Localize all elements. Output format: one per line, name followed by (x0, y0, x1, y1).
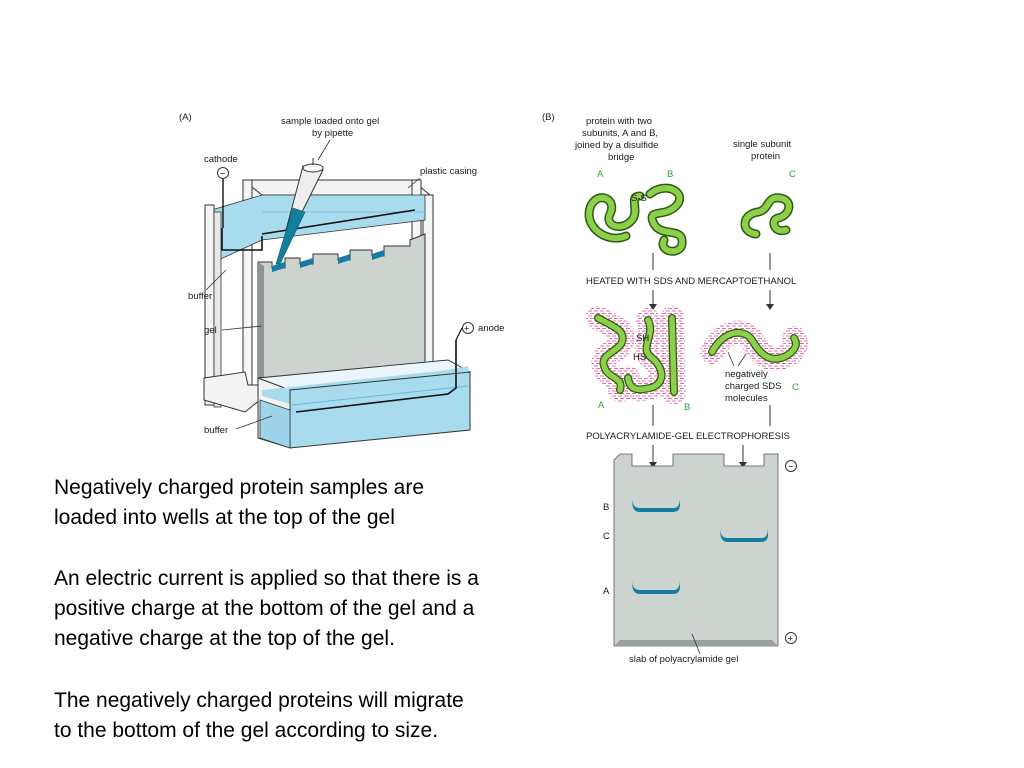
well-4 (372, 250, 384, 260)
folded-proteins (586, 185, 792, 255)
lane-label-b: B (603, 502, 609, 513)
paragraph-2-line-3: negative charge at the top of the gel. (54, 627, 395, 650)
pipette-sample (275, 207, 306, 265)
paragraph-1-line-2: loaded into wells at the top of the gel (54, 506, 395, 529)
step1-label: HEATED WITH SDS AND MERCAPTOETHANOL (586, 276, 796, 287)
subunit-b-label: B (667, 169, 673, 180)
paragraph-2: An electric current is applied so that t… (54, 564, 584, 654)
panel-b-tag: (B) (542, 112, 555, 123)
sample-label-1: sample loaded onto gel (281, 116, 379, 127)
band-c (720, 528, 768, 542)
paragraph-2-line-1: An electric current is applied so that t… (54, 567, 479, 590)
buffer-bottom-label: buffer (204, 425, 228, 436)
minus-circle (785, 460, 797, 472)
casing-left-post (204, 204, 215, 406)
buffer-top-label: buffer (188, 291, 212, 302)
paragraph-1-line-1: Negatively charged protein samples are (54, 476, 425, 499)
subunit-a-label: A (597, 169, 604, 180)
two-subunit-label-2: subunits, A and B, (582, 128, 658, 139)
step2-label: POLYACRYLAMIDE-GEL ELECTROPHORESIS (586, 431, 790, 442)
cathode-symbol-circle (217, 167, 229, 179)
well-3 (338, 254, 350, 264)
slab-label: slab of polyacrylamide gel (629, 654, 738, 665)
plastic-casing-label: plastic casing (420, 166, 477, 177)
disulfide-label: S-S (631, 193, 647, 204)
cathode-symbol: − (220, 169, 226, 180)
panel-a-tag: (A) (179, 112, 192, 123)
sample-label-2: by pipette (312, 128, 353, 139)
well-1 (272, 262, 285, 272)
band-b (632, 498, 680, 512)
sds-label-3: molecules (725, 393, 768, 404)
paragraph-3-line-1: The negatively charged proteins will mig… (54, 689, 464, 712)
two-subunit-label-3: joined by a disulfide (574, 140, 658, 151)
paragraph-1: Negatively charged protein samples are l… (54, 473, 584, 533)
cathode-wire (221, 228, 263, 251)
panel-b-proteins: (B) protein with two subunits, A and B, … (542, 112, 808, 665)
gel-slab-b (613, 453, 779, 647)
subunit-b-label-2: B (684, 402, 690, 413)
sds-label-2: charged SDS (725, 381, 782, 392)
single-subunit-label-2: protein (751, 151, 780, 162)
plus-symbol: + (788, 634, 794, 645)
band-a (632, 580, 680, 594)
subunit-c-label: C (789, 169, 796, 180)
lane-label-a: A (603, 586, 610, 597)
two-subunit-label-1: protein with two (586, 116, 652, 127)
lane-label-c: C (603, 531, 610, 542)
folded-proteins-outline (584, 183, 794, 256)
paragraph-2-line-2: positive charge at the bottom of the gel… (54, 597, 475, 620)
minus-symbol: − (788, 462, 794, 473)
subunit-a-label-2: A (598, 400, 605, 411)
paragraph-3-line-2: to the bottom of the gel according to si… (54, 719, 439, 742)
plus-circle (785, 632, 797, 644)
sds-label-1: negatively (725, 369, 768, 380)
anode-symbol: + (464, 324, 470, 335)
anode-wire (295, 340, 457, 413)
well-2 (300, 258, 313, 268)
single-subunit-label-1: single subunit (733, 139, 791, 150)
anode-symbol-circle (462, 322, 474, 334)
sh-label: SH (636, 333, 649, 344)
casing-top-rail (241, 179, 432, 196)
paragraph-3: The negatively charged proteins will mig… (54, 686, 584, 746)
anode-label: anode (478, 323, 504, 334)
panel-a-apparatus: (A) sampl (179, 112, 504, 449)
denatured-proteins (595, 315, 799, 395)
subunit-c-label-2: C (792, 382, 799, 393)
gel-label: gel (204, 325, 217, 336)
two-subunit-label-4: bridge (608, 152, 634, 163)
cathode-label: cathode (204, 154, 238, 165)
hs-label: HS (633, 352, 646, 363)
